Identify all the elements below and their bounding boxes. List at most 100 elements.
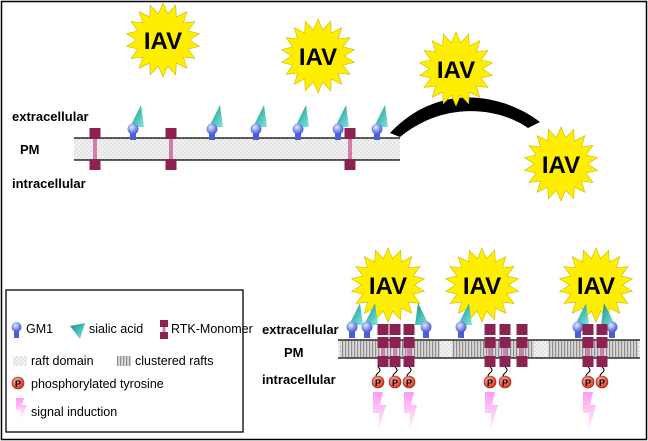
signal-induction-icon bbox=[404, 392, 417, 434]
iav-virus: IAV bbox=[280, 18, 356, 94]
sialic-acid-icon bbox=[575, 303, 589, 325]
rtk-cytoplasmic-tail: P bbox=[581, 366, 596, 434]
gm1-stem bbox=[575, 330, 581, 338]
iav-virus: IAV bbox=[125, 2, 201, 78]
clustered-raft-2 bbox=[452, 341, 534, 357]
phospho-tyrosine-icon: P bbox=[595, 375, 609, 389]
svg-text:P: P bbox=[375, 378, 381, 388]
svg-text:P: P bbox=[15, 379, 21, 389]
iav-label: IAV bbox=[437, 57, 475, 84]
gm1-sialic-receptor bbox=[250, 105, 267, 140]
rtk-dimer-unit bbox=[499, 324, 511, 367]
label-intracellular-bottom: intracellular bbox=[262, 372, 336, 387]
legend-raft-domain-label: raft domain bbox=[31, 354, 94, 368]
iav-virus: IAV bbox=[350, 247, 426, 323]
phospho-tyrosine-icon: P bbox=[581, 375, 595, 389]
gm1-icon bbox=[332, 123, 344, 135]
gm1-sialic-receptor bbox=[455, 303, 472, 338]
sialic-acid-icon bbox=[253, 105, 267, 127]
rtk-cytoplasmic-tail: P bbox=[483, 366, 498, 434]
gm1-icon bbox=[250, 123, 262, 135]
gm1-stem bbox=[374, 132, 380, 140]
rtk-dimer-unit bbox=[582, 324, 594, 367]
gm1-icon bbox=[292, 123, 304, 135]
sialic-acid-icon bbox=[295, 105, 309, 127]
label-pm-bottom: PM bbox=[284, 345, 304, 360]
svg-text:P: P bbox=[487, 378, 493, 388]
svg-text:P: P bbox=[392, 378, 398, 388]
signal-induction-icon bbox=[583, 392, 596, 434]
rtk-monomer bbox=[165, 128, 177, 170]
sialic-acid-icon bbox=[349, 303, 363, 325]
gm1-stem bbox=[423, 330, 429, 338]
rtk-cytoplasmic-tail: P bbox=[371, 366, 386, 434]
gm1-sialic-receptor bbox=[206, 105, 223, 140]
gm1-icon bbox=[127, 123, 139, 135]
rtk-dimer-unit bbox=[377, 324, 389, 367]
gm1-icon bbox=[346, 321, 358, 333]
svg-text:P: P bbox=[585, 378, 591, 388]
gm1-stem bbox=[295, 132, 301, 140]
gm1-icon bbox=[606, 321, 618, 333]
legend-rtk-monomer-icon bbox=[160, 320, 168, 339]
iav-label: IAV bbox=[463, 273, 501, 300]
sialic-acid-icon bbox=[458, 303, 472, 325]
phospho-tyrosine-icon: P bbox=[371, 375, 385, 389]
gm1-sialic-receptor bbox=[415, 303, 432, 338]
label-pm-top: PM bbox=[20, 142, 40, 157]
gm1-icon bbox=[371, 123, 383, 135]
deflection-arrow bbox=[390, 97, 540, 137]
gm1-sialic-receptor bbox=[361, 303, 378, 338]
svg-text:P: P bbox=[406, 378, 412, 388]
legend-sialic-acid-label: sialic acid bbox=[89, 322, 143, 336]
gm1-icon bbox=[572, 321, 584, 333]
rtk-dimer-unit bbox=[484, 324, 496, 367]
gm1-sialic-receptor bbox=[332, 105, 349, 140]
legend-phospho-label: phosphorylated tyrosine bbox=[31, 377, 164, 391]
gm1-sialic-receptor bbox=[127, 105, 144, 140]
label-extracellular-bottom: extracellular bbox=[262, 322, 339, 337]
phospho-tyrosine-icon: P bbox=[388, 375, 402, 389]
iav-label: IAV bbox=[577, 273, 615, 300]
rtk-monomer bbox=[344, 128, 356, 170]
clustered-raft-3 bbox=[548, 341, 638, 357]
legend-raft-domain-swatch bbox=[13, 356, 27, 366]
iav-virus: IAV bbox=[418, 31, 494, 107]
phospho-tyrosine-icon: P bbox=[483, 375, 497, 389]
iav-virus: IAV bbox=[523, 126, 599, 202]
gm1-stem bbox=[364, 330, 370, 338]
legend-clustered-rafts-label: clustered rafts bbox=[135, 354, 214, 368]
iav-label: IAV bbox=[144, 28, 182, 55]
rtk-cytoplasmic-tail: P bbox=[595, 366, 609, 389]
legend: GM1 sialic acid RTK-Monomer raft domain … bbox=[5, 289, 253, 433]
legend-signal-icon bbox=[16, 398, 27, 421]
sialic-acid-icon bbox=[209, 105, 223, 127]
iav-label: IAV bbox=[369, 273, 407, 300]
gm1-sialic-receptor bbox=[572, 303, 589, 338]
rtk-monomer bbox=[89, 128, 101, 170]
sialic-acid-icon bbox=[130, 105, 144, 127]
iav-virus: IAV bbox=[558, 247, 634, 323]
legend-phospho-icon: P bbox=[11, 376, 25, 390]
gm1-icon bbox=[420, 321, 432, 333]
sialic-acid-icon bbox=[335, 105, 349, 127]
phospho-tyrosine-icon: P bbox=[498, 375, 512, 389]
gm1-sialic-receptor bbox=[601, 303, 618, 338]
svg-text:P: P bbox=[599, 378, 605, 388]
gm1-icon bbox=[455, 321, 467, 333]
iav-label: IAV bbox=[542, 152, 580, 179]
rtk-dimer-unit bbox=[389, 324, 401, 367]
phospho-tyrosine-icon: P bbox=[402, 375, 416, 389]
gm1-sialic-receptor bbox=[371, 105, 388, 140]
legend-sialic-acid-icon bbox=[70, 323, 85, 339]
label-extracellular-top: extracellular bbox=[12, 109, 89, 124]
rtk-cytoplasmic-tail: P bbox=[388, 366, 402, 389]
clustered-raft-1 bbox=[340, 341, 440, 357]
iav-label: IAV bbox=[299, 44, 337, 71]
gm1-icon bbox=[206, 123, 218, 135]
gm1-stem bbox=[253, 132, 259, 140]
gm1-stem bbox=[209, 132, 215, 140]
gm1-stem bbox=[130, 132, 136, 140]
iav-virus: IAV bbox=[444, 247, 520, 323]
